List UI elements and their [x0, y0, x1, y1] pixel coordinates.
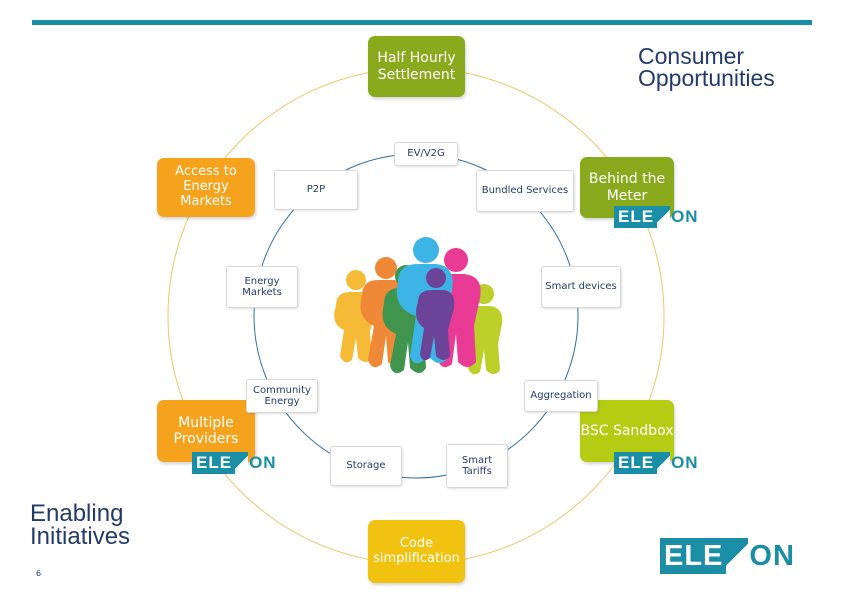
storage-box: Storage: [330, 446, 402, 486]
page-number: 6: [36, 569, 42, 578]
top-accent-bar: [32, 20, 812, 25]
elexon-x-logo-icon: [726, 538, 749, 574]
smart-tariffs-box: Smart Tariffs: [446, 444, 508, 488]
elexon-logo-left-text: ELE: [614, 206, 658, 228]
bundled-services-box: Bundled Services: [476, 170, 574, 212]
elexon-x-logo-icon: [657, 206, 671, 228]
ev-v2g-box: EV/V2G: [394, 142, 458, 166]
elexon-logo-left-text: ELE: [660, 538, 727, 574]
consumer-opportunities-heading: Consumer Opportunities: [638, 43, 775, 91]
elexon-logo-bsc-sandbox: ELE ON: [614, 452, 699, 474]
p2p-box: P2P: [274, 170, 358, 210]
energy-markets-box: Energy Markets: [226, 266, 298, 308]
elexon-x-logo-icon: [235, 452, 249, 474]
elexon-logo-left-text: ELE: [192, 452, 236, 474]
elexon-logo-multiple-providers: ELE ON: [192, 452, 277, 474]
elexon-logo-left-text: ELE: [614, 452, 658, 474]
elexon-logo-behind-meter: ELE ON: [614, 206, 699, 228]
elexon-logo-right-text: ON: [249, 453, 277, 472]
elexon-logo-right-text: ON: [671, 207, 699, 226]
community-energy-box: Community Energy: [246, 379, 318, 413]
aggregation-box: Aggregation: [524, 380, 598, 412]
access-to-energy-markets-box: Access to Energy Markets: [157, 158, 255, 217]
smart-devices-box: Smart devices: [541, 266, 621, 308]
people-group-icon: [334, 237, 503, 375]
elexon-logo-right-text: ON: [749, 539, 795, 572]
multiple-providers-box: Multiple Providers: [157, 400, 255, 462]
half-hourly-settlement-box: Half Hourly Settlement: [368, 36, 465, 97]
elexon-logo-right-text: ON: [671, 453, 699, 472]
code-simplification-box: Code simplification: [368, 520, 465, 583]
elexon-logo-main: ELE ON: [660, 538, 795, 574]
enabling-initiatives-heading: Enabling Initiatives: [30, 500, 131, 550]
elexon-x-logo-icon: [657, 452, 671, 474]
